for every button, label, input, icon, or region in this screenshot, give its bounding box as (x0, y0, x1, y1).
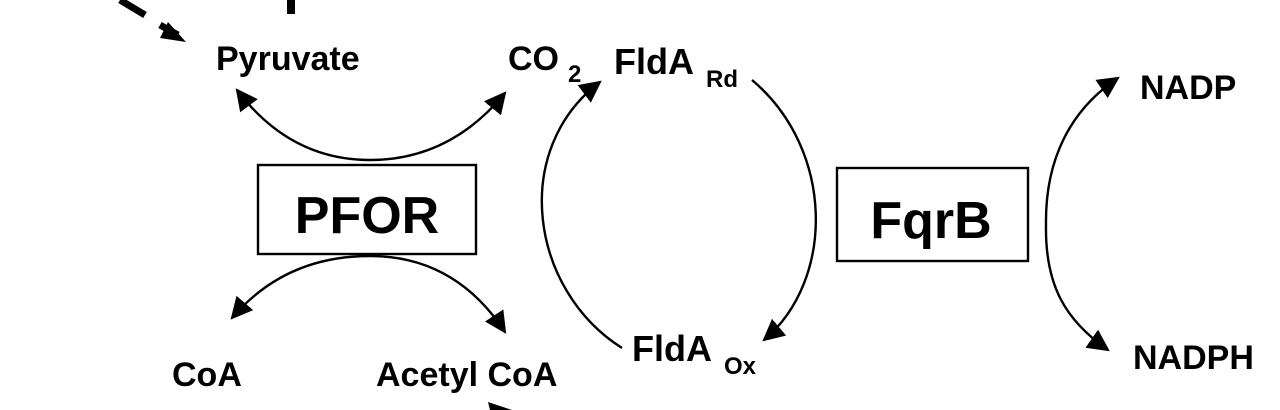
fqrb-label: FqrB (870, 192, 991, 250)
co2-subscript: 2 (568, 61, 581, 88)
arc-pfor-to-coa (230, 254, 371, 320)
co2-main-text: CO (508, 40, 559, 78)
arc-fldard-to-fldaox (751, 79, 818, 342)
pfor-label: PFOR (295, 187, 439, 245)
arc-pfor-to-acetyl-coa (369, 254, 507, 334)
nadph-label: NADPH (1133, 339, 1254, 377)
flda-ox-label: FldA Ox (632, 328, 757, 380)
arc-fldaox-to-co2 (540, 80, 623, 350)
arc-to-nadph (1044, 224, 1110, 352)
acetyl-coa-label: Acetyl CoA (376, 356, 557, 394)
co2-label: CO 2 (508, 40, 581, 88)
arc-pfor-to-co2 (369, 91, 507, 162)
nadp-label: NADP (1140, 69, 1236, 107)
flda-rd-main-text: FldA (614, 41, 694, 82)
flda-rd-subscript: Rd (706, 66, 738, 93)
incoming-line-stub (287, 0, 295, 14)
coa-label: CoA (172, 356, 242, 394)
dashed-output-arrow (488, 402, 512, 410)
arc-to-nadp (1044, 76, 1120, 226)
fqrb-box (835, 166, 1030, 263)
arc-pfor-to-pyruvate (235, 88, 371, 162)
flda-ox-main-text: FldA (632, 328, 712, 369)
flda-ox-subscript: Ox (724, 353, 757, 380)
dashed-arrow-head (160, 22, 186, 42)
dashed-input-arrow (118, 0, 186, 42)
pfor-box (256, 163, 478, 256)
pyruvate-label: Pyruvate (216, 40, 360, 78)
flda-rd-label: FldA Rd (614, 41, 738, 93)
dash-segment (118, 0, 147, 19)
